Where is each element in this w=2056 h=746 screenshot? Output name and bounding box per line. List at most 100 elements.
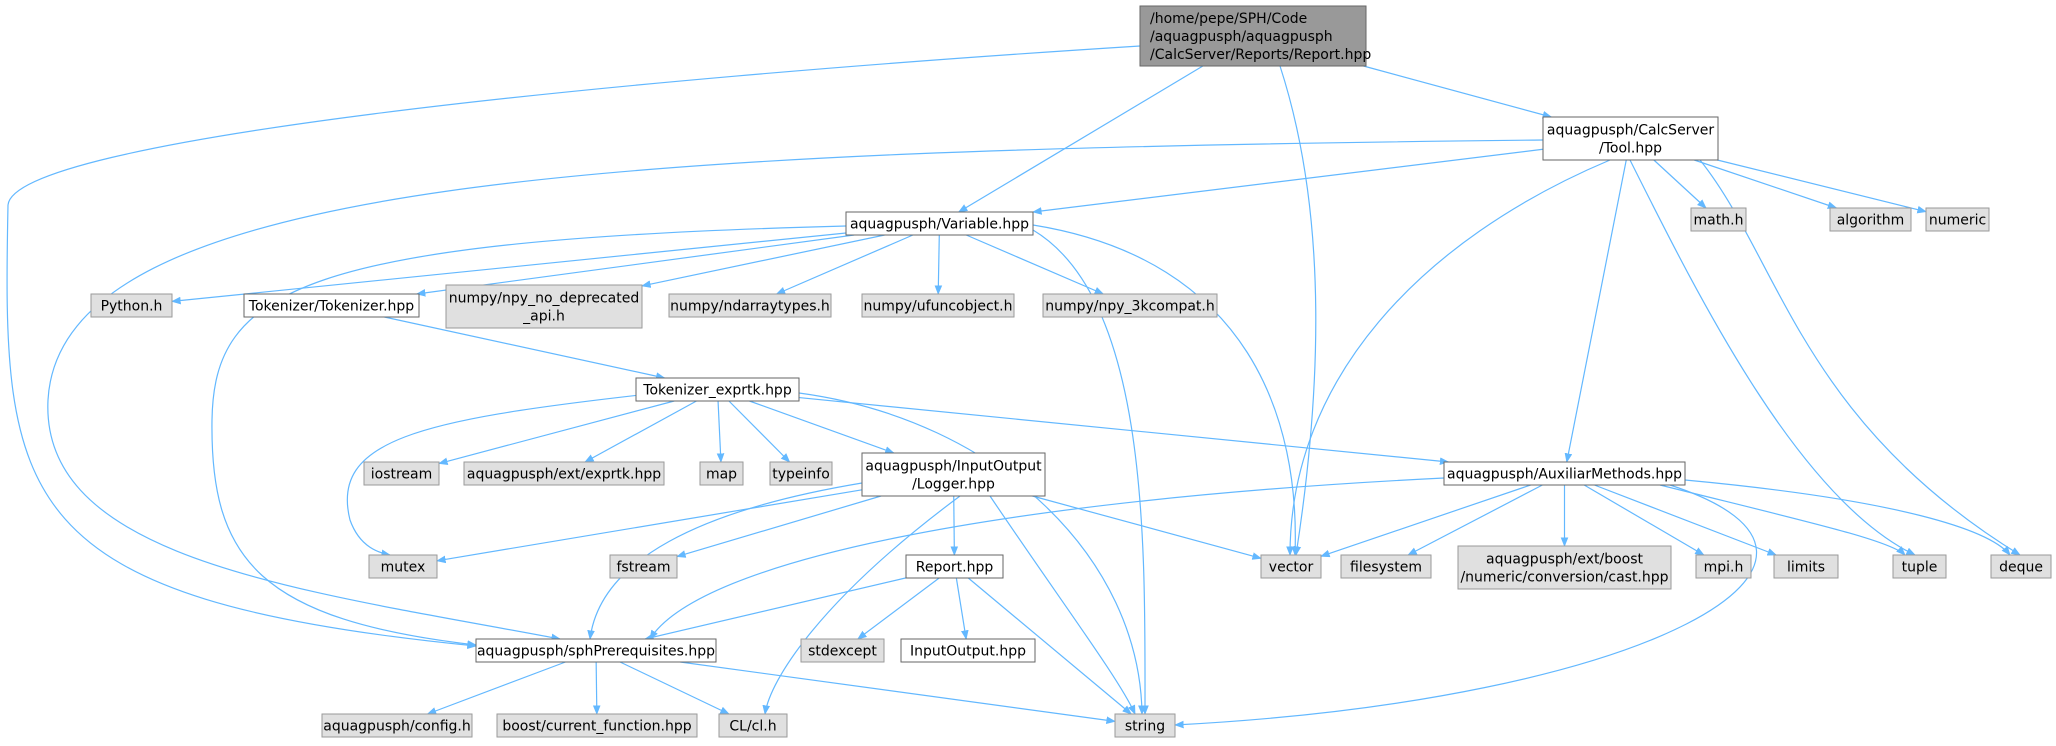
node-cl_h: CL/cl.h	[718, 713, 788, 738]
node-label-tool-1: /Tool.hpp	[1599, 141, 1662, 157]
node-label-python_h-0: Python.h	[101, 299, 163, 315]
node-label-tuple-0: tuple	[1902, 560, 1938, 576]
node-box-filesystem	[1340, 554, 1432, 579]
node-box-typeinfo	[769, 461, 833, 486]
edge-sphprereq-to-string	[680, 661, 1116, 725]
node-label-iostream-0: iostream	[371, 467, 433, 483]
node-sphprereq[interactable]: aquagpusph/sphPrerequisites.hpp	[475, 638, 717, 663]
node-label-typeinfo-0: typeinfo	[772, 467, 830, 483]
node-label-exprtk_hpp-0: Tokenizer_exprtk.hpp	[642, 383, 792, 399]
node-auxiliar[interactable]: aquagpusph/AuxiliarMethods.hpp	[1443, 461, 1686, 486]
node-box-vector	[1260, 554, 1322, 579]
node-label-config_h-0: aquagpusph/config.h	[323, 719, 471, 735]
edge-auxiliar-to-deque	[1684, 479, 2011, 556]
edge-logger-to-sphprereq	[587, 482, 863, 640]
edge-tool-to-variable	[1032, 148, 1544, 215]
edge-exprtk_hpp-to-logger	[749, 400, 895, 454]
node-label-fstream-0: fstream	[617, 560, 671, 576]
node-report_root[interactable]: /home/pepe/SPH/Code/aquagpusph/aquagpusp…	[1139, 5, 1371, 67]
edge-tool-to-vector	[1286, 159, 1611, 556]
node-box-boost_cf	[496, 713, 698, 738]
node-label-boost_cast-0: aquagpusph/ext/boost	[1486, 552, 1644, 568]
edge-auxiliar-to-sphprereq	[649, 477, 1445, 640]
edge-report_hpp-to-inputoutput	[955, 577, 969, 640]
edge-tool-to-numeric	[1717, 159, 1927, 214]
node-box-fstream	[609, 554, 678, 579]
edge-sphprereq-to-config_h	[426, 661, 566, 715]
node-label-boost_cast-1: /numeric/conversion/cast.hpp	[1460, 570, 1668, 586]
node-python_h: Python.h	[90, 293, 173, 318]
node-label-tokenizer-0: Tokenizer/Tokenizer.hpp	[248, 299, 415, 315]
node-npy_no_dep: numpy/npy_no_deprecated_api.h	[445, 284, 643, 329]
edge-logger-to-mutex	[436, 489, 863, 564]
node-box-sphprereq	[475, 638, 717, 663]
node-box-variable	[845, 211, 1034, 236]
node-npy_3k: numpy/npy_3kcompat.h	[1042, 293, 1218, 318]
node-box-algorithm	[1829, 207, 1912, 232]
node-label-numeric-0: numeric	[1929, 213, 1986, 229]
node-string: string	[1114, 713, 1176, 738]
node-box-cl_h	[718, 713, 788, 738]
edge-auxiliar-to-string	[1174, 484, 1758, 729]
node-report_hpp[interactable]: Report.hpp	[905, 554, 1004, 579]
edge-report_hpp-to-string	[967, 577, 1132, 715]
node-box-ext_exprtk	[463, 461, 665, 486]
edge-report_root-to-vector	[1279, 65, 1317, 556]
node-box-limits	[1773, 554, 1839, 579]
node-exprtk_hpp[interactable]: Tokenizer_exprtk.hpp	[635, 377, 800, 402]
node-box-mpi_h	[1695, 554, 1752, 579]
edge-variable-to-tokenizer	[415, 234, 855, 297]
node-label-stdexcept-0: stdexcept	[808, 644, 877, 660]
node-label-ndarraytypes-0: numpy/ndarraytypes.h	[670, 299, 830, 315]
node-box-boost_cast	[1457, 545, 1672, 590]
edge-auxiliar-to-vector	[1320, 484, 1531, 558]
node-label-mutex-0: mutex	[381, 560, 426, 576]
node-label-mpi_h-0: mpi.h	[1704, 560, 1744, 576]
node-box-tuple	[1892, 554, 1947, 579]
node-box-math_h	[1690, 207, 1747, 232]
edge-report_root-to-sphprereq	[6, 45, 1141, 649]
node-box-mutex	[368, 554, 438, 579]
node-ndarraytypes: numpy/ndarraytypes.h	[668, 293, 832, 318]
edge-report_root-to-variable	[957, 65, 1204, 213]
node-filesystem: filesystem	[1340, 554, 1432, 579]
node-box-deque	[1990, 554, 2052, 579]
node-box-ufuncobject	[861, 293, 1015, 318]
node-logger[interactable]: aquagpusph/InputOutput/Logger.hpp	[861, 452, 1046, 497]
node-map: map	[699, 461, 744, 486]
node-box-report_hpp	[905, 554, 1004, 579]
node-boost_cast: aquagpusph/ext/boost/numeric/conversion/…	[1457, 545, 1672, 590]
edge-exprtk_hpp-to-map	[716, 400, 725, 463]
node-label-logger-0: aquagpusph/InputOutput	[865, 459, 1042, 475]
edge-report_hpp-to-stdexcept	[857, 577, 940, 640]
edge-logger-to-fstream	[676, 495, 882, 558]
node-label-algorithm-0: algorithm	[1837, 213, 1905, 229]
edge-logger-to-string	[989, 495, 1136, 715]
edge-variable-to-sphprereq	[211, 225, 847, 648]
node-box-npy_no_dep	[445, 284, 643, 329]
node-label-sphprereq-0: aquagpusph/sphPrerequisites.hpp	[477, 644, 715, 660]
node-boost_cf: boost/current_function.hpp	[496, 713, 698, 738]
node-box-iostream	[363, 461, 440, 486]
edge-logger-to-cl_h	[762, 495, 961, 715]
node-label-cl_h-0: CL/cl.h	[729, 719, 776, 735]
node-variable[interactable]: aquagpusph/Variable.hpp	[845, 211, 1034, 236]
edge-variable-to-vector	[1032, 224, 1300, 556]
node-box-logger	[861, 452, 1046, 497]
edge-sphprereq-to-cl_h	[619, 661, 730, 715]
edge-tool-to-math_h	[1653, 159, 1707, 209]
node-tool[interactable]: aquagpusph/CalcServer/Tool.hpp	[1542, 116, 1719, 161]
edge-tool-to-tuple	[1629, 159, 1916, 556]
node-label-filesystem-0: filesystem	[1350, 560, 1422, 576]
node-label-report_root-2: /CalcServer/Reports/Report.hpp	[1150, 47, 1371, 63]
node-box-exprtk_hpp	[635, 377, 800, 402]
node-mpi_h: mpi.h	[1695, 554, 1752, 579]
node-tokenizer[interactable]: Tokenizer/Tokenizer.hpp	[243, 293, 420, 318]
node-label-npy_no_dep-0: numpy/npy_no_deprecated	[449, 291, 639, 307]
node-ext_exprtk: aquagpusph/ext/exprtk.hpp	[463, 461, 665, 486]
edge-auxiliar-to-tuple	[1659, 484, 1906, 556]
node-inputoutput[interactable]: InputOutput.hpp	[900, 638, 1036, 663]
node-mutex: mutex	[368, 554, 438, 579]
edge-logger-to-report_hpp	[950, 495, 959, 556]
